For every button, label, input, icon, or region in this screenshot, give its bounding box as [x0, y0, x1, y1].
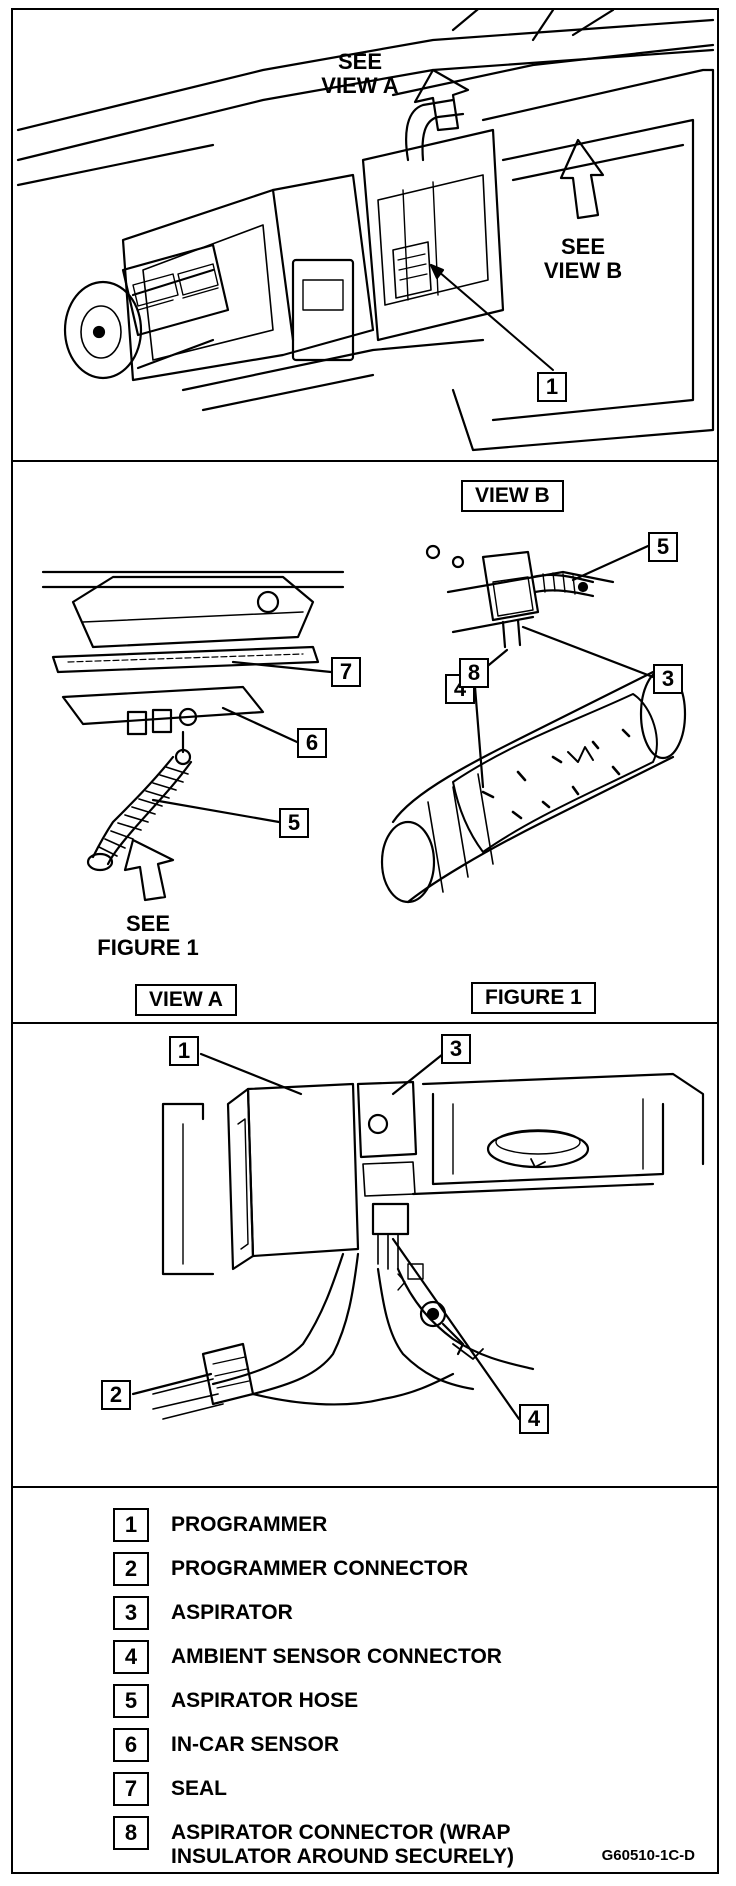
callout-7-view-a: 7: [331, 657, 361, 687]
legend-number: 4: [113, 1640, 149, 1674]
callout-6-view-a: 6: [297, 728, 327, 758]
callout-8-figure-1: 8: [459, 658, 489, 688]
figure-1-title: FIGURE 1: [471, 982, 596, 1014]
callout-5-view-a: 5: [279, 808, 309, 838]
see-figure-1-label: SEE FIGURE 1: [97, 911, 199, 960]
legend-number: 3: [113, 1596, 149, 1630]
legend-number: 8: [113, 1816, 149, 1850]
legend-text: AMBIENT SENSOR CONNECTOR: [171, 1645, 502, 1668]
legend-number: 1: [113, 1508, 149, 1542]
callout-4-bottom: 4: [519, 1404, 549, 1434]
programmer-panel: 1 3 2 4: [13, 1024, 717, 1444]
view-b-title: VIEW B: [461, 480, 564, 512]
programmer-illustration: [131, 1052, 705, 1421]
callout-2-bottom: 2: [101, 1380, 131, 1410]
legend-number: 2: [113, 1552, 149, 1586]
callout-1-top: 1: [537, 372, 567, 402]
middle-panel: VIEW B 5 3 4 7 6 5 8 SEE FIGURE 1 VIEW A…: [13, 462, 717, 1022]
diagram-frame: SEE VIEW A SEE VIEW B 1: [11, 8, 719, 1874]
legend-text: ASPIRATOR HOSE: [171, 1689, 359, 1712]
callout-5-view-b: 5: [648, 532, 678, 562]
legend-number: 6: [113, 1728, 149, 1762]
view-a-title: VIEW A: [135, 984, 237, 1016]
divider-bottom: [13, 1486, 717, 1488]
see-view-a-label: SEE VIEW A: [321, 49, 399, 98]
legend-number: 5: [113, 1684, 149, 1718]
legend-text: ASPIRATOR: [171, 1601, 293, 1624]
legend-text: SEAL: [171, 1777, 228, 1800]
sensor-views-illustration: [41, 544, 687, 904]
legend-text: PROGRAMMER: [171, 1513, 328, 1536]
legend-text: ASPIRATOR CONNECTOR (WRAP INSULATOR AROU…: [171, 1821, 515, 1868]
see-view-b-label: SEE VIEW B: [543, 234, 623, 283]
callout-1-bottom: 1: [169, 1036, 199, 1066]
callout-3-bottom: 3: [441, 1034, 471, 1064]
divider-middle: [13, 1022, 717, 1024]
top-panel: SEE VIEW A SEE VIEW B 1: [13, 10, 717, 460]
legend-number: 7: [113, 1772, 149, 1806]
legend-text: IN-CAR SENSOR: [171, 1733, 340, 1756]
dashboard-illustration: [16, 10, 715, 452]
callout-3-view-b: 3: [653, 664, 683, 694]
divider-top: [13, 460, 717, 462]
legend-text: PROGRAMMER CONNECTOR: [171, 1557, 469, 1580]
figure-id: G60510-1C-D: [601, 1847, 695, 1864]
